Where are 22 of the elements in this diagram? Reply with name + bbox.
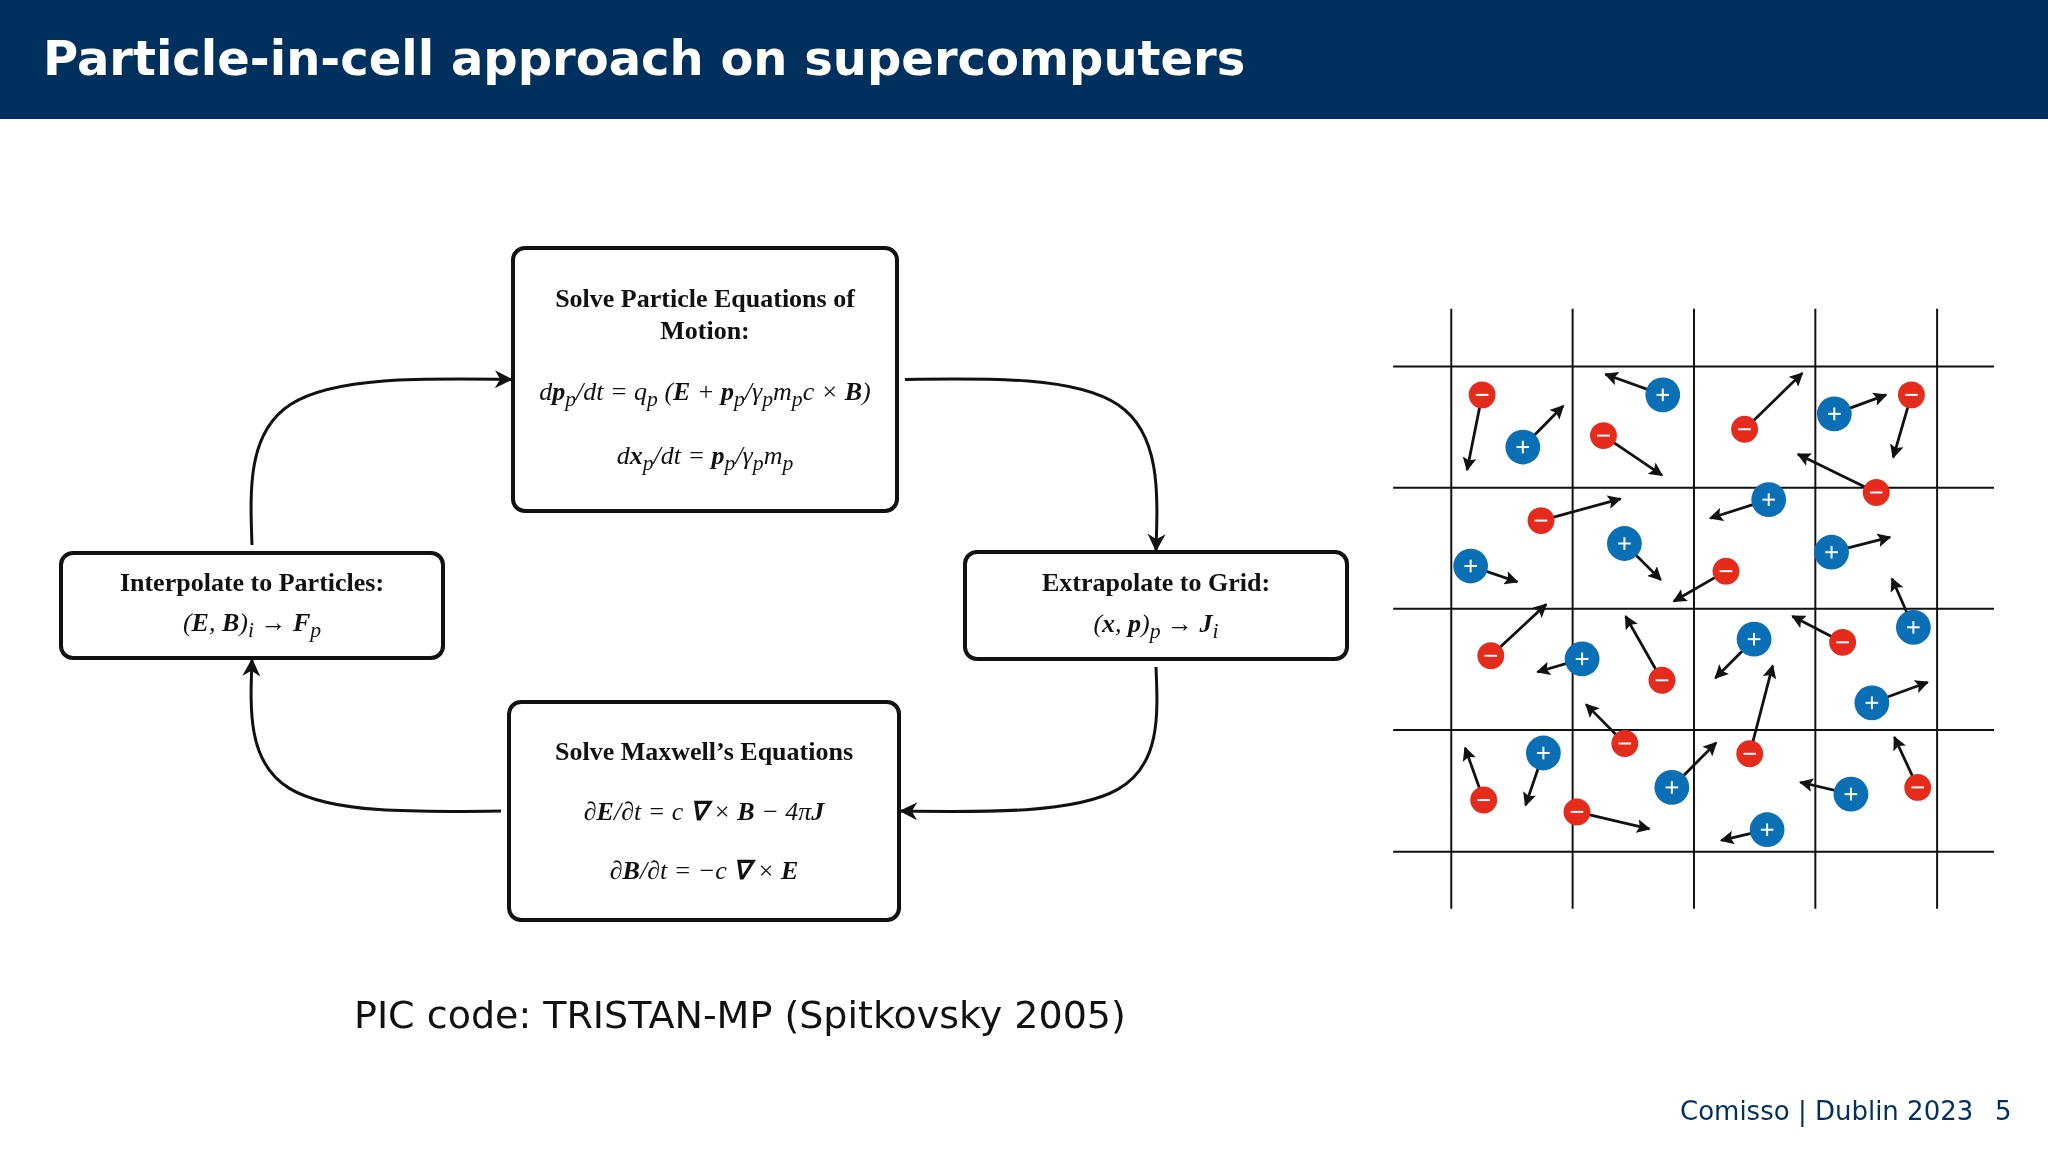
- equation: dx$_{p}$/dt = p$_{p}$/γ$_{p}$m$_{p}$: [616, 440, 794, 477]
- equation: (x, p)$_{p}$ → J$_{i}$: [1093, 608, 1219, 644]
- curved-arrow: [242, 658, 501, 814]
- process-box: [507, 700, 901, 922]
- curved-arrow: [899, 666, 1159, 821]
- curved-arrow: [249, 370, 513, 546]
- process-box: [511, 246, 899, 513]
- step-heading: Interpolate to Particles:: [119, 567, 385, 600]
- equation: dp$_{p}$/dt = q$_{p}$ (E + p$_{p}$/γ$_{p}$m$_{p}$c × B): [539, 376, 871, 412]
- step-heading: Extrapolate to Grid:: [1041, 567, 1271, 600]
- page-number: 5: [1995, 1096, 2012, 1126]
- equation: ∂B/∂t = −c ∇ × E: [609, 855, 799, 887]
- step-heading: Solve Maxwell’s Equations: [554, 735, 854, 768]
- step-heading: Solve Particle Equations of Motion:: [555, 282, 855, 348]
- code-caption: PIC code: TRISTAN-MP (Spitkovsky 2005): [354, 993, 1126, 1037]
- equation: ∂E/∂t = c ∇ × B − 4πJ: [583, 796, 825, 828]
- curved-arrow: [904, 377, 1166, 552]
- slide-title: Particle-in-cell approach on supercomputers: [43, 30, 1246, 86]
- equation: (E, B)$_{i}$ → F$_{p}$: [182, 608, 322, 644]
- footer-text: Comisso | Dublin 2023: [1680, 1096, 1974, 1126]
- process-box: [59, 551, 445, 660]
- process-box: [963, 550, 1349, 661]
